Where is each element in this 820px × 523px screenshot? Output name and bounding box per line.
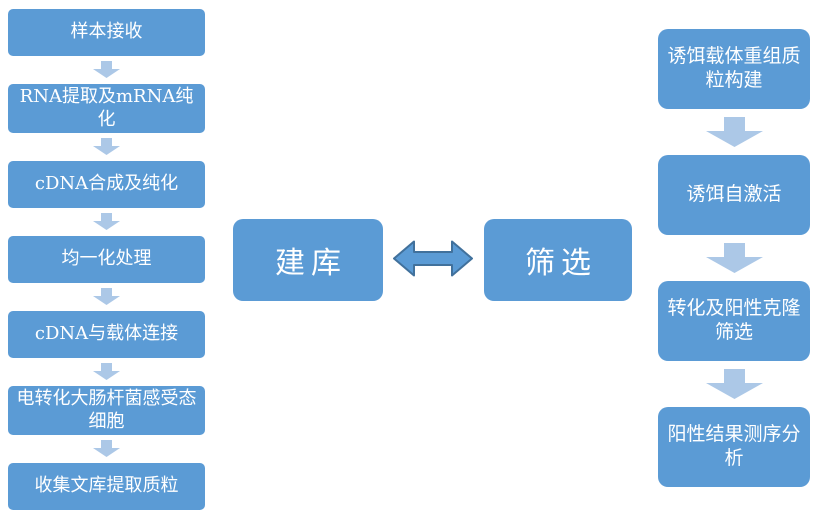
flow-step-electroporation: 电转化大肠杆菌感受态细胞	[8, 386, 205, 435]
down-arrow-icon	[93, 61, 120, 78]
node-screening: 筛选	[484, 219, 632, 301]
flow-step-plasmid-collection: 收集文库提取质粒	[8, 463, 205, 510]
flow-step-bait-autoactivation: 诱饵自激活	[658, 155, 810, 235]
flow-step-normalization: 均一化处理	[8, 236, 205, 283]
left-right-arrow-icon	[393, 240, 473, 277]
down-arrow-icon	[705, 243, 763, 273]
library-construction-flow: 样本接收 RNA提取及mRNA纯化 cDNA合成及纯化 均一化处理 cDNA与载…	[8, 9, 205, 510]
flow-step-positive-clone-screening: 转化及阳性克隆筛选	[658, 281, 810, 361]
down-arrow-icon	[705, 369, 763, 399]
down-arrow-icon	[93, 363, 120, 380]
flow-step-rna-extraction: RNA提取及mRNA纯化	[8, 84, 205, 133]
screening-flow: 诱饵载体重组质粒构建 诱饵自激活 转化及阳性克隆筛选 阳性结果测序分析	[658, 29, 810, 487]
down-arrow-icon	[705, 117, 763, 147]
flow-step-sequencing-analysis: 阳性结果测序分析	[658, 407, 810, 487]
flow-step-vector-ligation: cDNA与载体连接	[8, 311, 205, 358]
down-arrow-icon	[93, 213, 120, 230]
down-arrow-icon	[93, 288, 120, 305]
node-library-construction: 建库	[233, 219, 383, 301]
down-arrow-icon	[93, 138, 120, 155]
flow-step-sample-reception: 样本接收	[8, 9, 205, 56]
flow-step-cdna-synthesis: cDNA合成及纯化	[8, 161, 205, 208]
down-arrow-icon	[93, 440, 120, 457]
flow-step-bait-plasmid-construction: 诱饵载体重组质粒构建	[658, 29, 810, 109]
